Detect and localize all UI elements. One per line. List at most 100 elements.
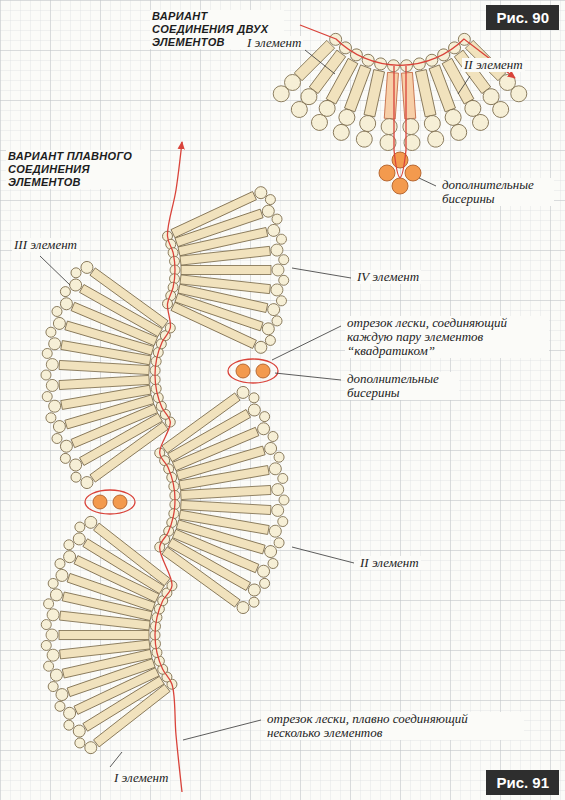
seed-bead — [309, 112, 331, 134]
seed-bead — [268, 524, 282, 538]
callout-label: II элемент — [462, 58, 525, 72]
bugle-bead — [162, 547, 240, 607]
seed-bead — [79, 259, 96, 276]
drawing-part — [85, 142, 278, 792]
seed-bead — [42, 391, 53, 402]
leader-line — [40, 256, 70, 285]
seed-bead — [278, 254, 289, 265]
figure-plate: Рис. 91 — [486, 770, 559, 795]
drawing-part — [273, 451, 285, 463]
drawing-part — [279, 495, 289, 505]
callout-label: дополнительные бисерины — [440, 178, 554, 206]
drawing-part — [46, 629, 160, 641]
figure-number: Рис. 91 — [496, 774, 549, 791]
drawing-part — [59, 452, 72, 465]
seed-bead — [279, 495, 289, 505]
thread-line — [155, 142, 182, 792]
drawing-part — [271, 213, 283, 225]
leader-line — [419, 178, 436, 186]
figure-heading: ВАРИАНТ ПЛАВНОГО СОЕДИНЕНИЯ ЭЛЕМЕНТОВ — [6, 150, 150, 189]
seed-bead — [355, 130, 374, 149]
drawing-part — [169, 243, 284, 267]
bugle-bead — [90, 268, 168, 328]
extra-bead — [236, 364, 250, 378]
seed-bead — [271, 213, 283, 225]
drawing-part — [42, 391, 53, 402]
drawing-part — [41, 619, 52, 630]
drawing-part — [152, 384, 251, 461]
figure-plate: Рис. 90 — [486, 5, 559, 30]
bugle-bead — [384, 72, 398, 119]
seed-bead — [268, 462, 282, 476]
seed-bead — [270, 243, 283, 256]
seed-bead — [71, 531, 88, 548]
seed-bead — [41, 370, 51, 380]
callout-label: отрезок лески, плавно соединяющий нескол… — [265, 712, 524, 740]
seed-bead — [69, 470, 83, 484]
seed-bead — [51, 432, 64, 445]
figure-number: Рис. 90 — [496, 9, 549, 26]
drawing-part — [79, 414, 178, 491]
leader-line — [292, 268, 351, 278]
bugle-bead — [415, 70, 436, 117]
seed-bead — [41, 640, 52, 651]
leader-line — [183, 720, 261, 740]
drawing-part — [69, 470, 83, 484]
seed-bead — [426, 130, 445, 149]
seed-bead — [271, 504, 284, 517]
callout-label: IV элемент — [355, 270, 421, 284]
seed-bead — [258, 410, 271, 423]
seed-bead — [273, 451, 285, 463]
extra-bead — [392, 178, 408, 194]
drawing-part — [46, 637, 161, 662]
leader-line — [305, 50, 335, 74]
drawing-part — [247, 391, 261, 405]
callout-label: I элемент — [245, 36, 303, 50]
drawing-part — [51, 432, 64, 445]
leader-line — [272, 326, 341, 360]
drawing-part — [170, 264, 284, 276]
callout-label: дополнительные бисерины — [345, 372, 459, 400]
callout-label: I элемент — [112, 771, 170, 785]
leader-line — [110, 752, 122, 767]
seed-bead — [59, 296, 75, 312]
drawing-part — [270, 29, 530, 194]
drawing-part — [73, 736, 87, 750]
seed-bead — [423, 114, 442, 133]
seed-bead — [46, 379, 59, 392]
drawing-part — [276, 233, 287, 244]
bugle-bead — [94, 523, 170, 586]
seed-bead — [42, 348, 53, 359]
extra-bead — [379, 165, 395, 181]
seed-bead — [277, 473, 288, 484]
seed-bead — [48, 337, 62, 351]
drawing-part — [79, 259, 178, 336]
seed-bead — [470, 112, 492, 134]
seed-bead — [41, 619, 52, 630]
seed-bead — [261, 321, 276, 336]
leader-line — [458, 76, 470, 94]
drawing-part — [53, 700, 66, 713]
seed-bead — [62, 718, 76, 732]
seed-bead — [235, 599, 252, 616]
drawing-part — [300, 25, 515, 178]
drawing-part — [41, 640, 52, 651]
drawing-part — [46, 373, 160, 391]
drawing-part — [152, 539, 251, 616]
seed-bead — [47, 680, 59, 692]
seed-bead — [288, 98, 310, 120]
seed-bead — [270, 283, 283, 296]
seed-bead — [276, 233, 287, 244]
drawing-part — [277, 516, 288, 527]
seed-bead — [263, 544, 278, 559]
seed-bead — [489, 98, 511, 120]
seed-bead — [82, 514, 99, 531]
seed-bead — [52, 316, 67, 331]
bugle-bead — [59, 631, 149, 640]
callout-label: III элемент — [12, 238, 79, 252]
seed-bead — [381, 118, 398, 135]
seed-bead — [331, 122, 352, 143]
drawing-part — [410, 56, 445, 148]
drawing-part — [278, 254, 289, 265]
